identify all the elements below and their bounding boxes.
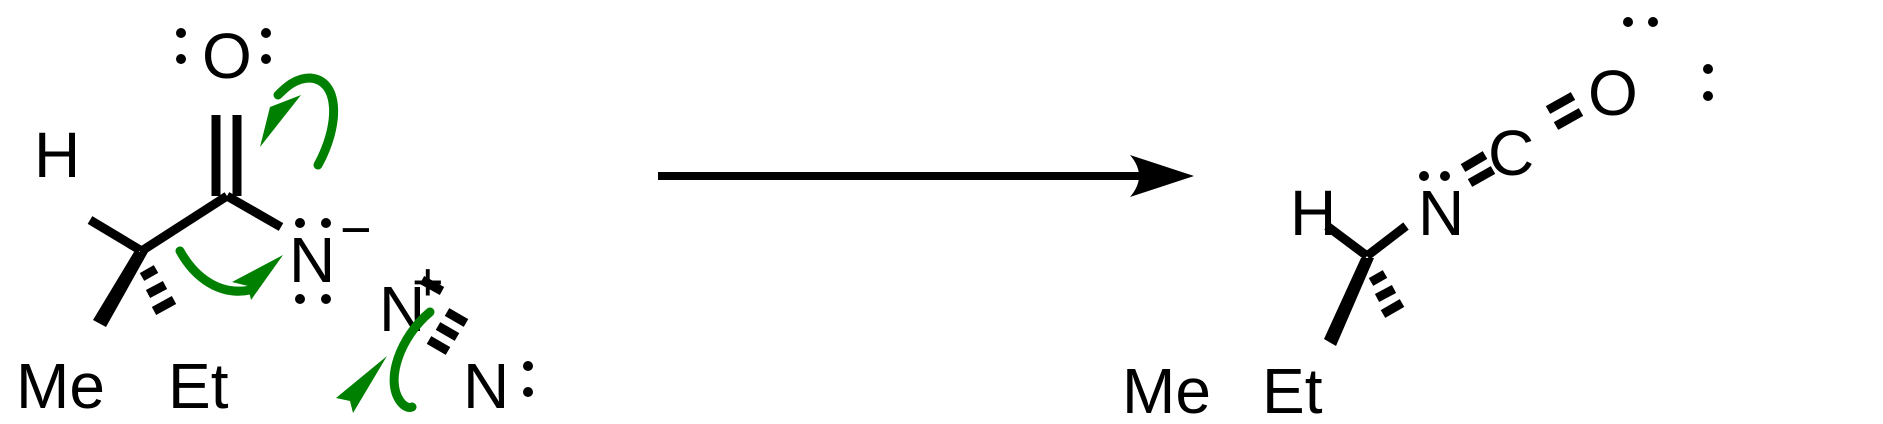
bond-h [87,216,143,254]
electron-arrow-n-to-carbonyl [260,73,339,170]
wedge-bond-methyl [93,252,148,327]
product-bond-c-n [1364,222,1409,260]
product-atom-methyl: Me [1122,355,1211,424]
bond-c-calpha [137,192,230,256]
atom-hydrogen: H [34,119,80,191]
n3-lone-pair [523,361,533,397]
hash-bond-ethyl [139,265,177,315]
product-o-lone-pairs [1623,17,1713,101]
bond-n1-n2 [419,276,445,295]
product-atom-ethyl: Et [1262,355,1323,424]
negative-charge: − [340,200,372,260]
product-atom-hydrogen: H [1290,177,1336,249]
bond-n2-n3 [426,308,469,355]
product-bond-c-o [1545,92,1584,130]
atom-nitrogen-1: N [289,224,335,296]
atom-oxygen: O [202,20,252,92]
product-bond-n-c [1460,151,1496,187]
reactant-acyl-azide: O H Me Et N − N + N [16,20,533,422]
n1-lone-pairs [295,218,331,304]
atom-ethyl: Et [168,350,229,422]
product-hash-bond-ethyl [1368,270,1405,318]
atom-nitrogen-3: N [463,350,509,422]
product-atom-nitrogen: N [1418,177,1464,249]
oxygen-lone-pairs [176,28,271,64]
product-isocyanate: H N C O Me Et [1122,17,1713,424]
product-atom-oxygen: O [1588,57,1638,129]
electron-arrow-migration [175,246,283,300]
reaction-arrow [658,155,1194,197]
positive-charge: + [412,252,444,312]
product-n-lone-pair [1419,171,1450,181]
product-atom-carbon: C [1488,117,1534,189]
electron-arrow-n2-release [336,307,435,413]
atom-methyl: Me [16,350,105,422]
product-bond-h [1324,222,1370,260]
bond-c-n [224,192,284,231]
atom-nitrogen-2: N [379,273,425,345]
product-wedge-bond-methyl [1324,258,1374,346]
